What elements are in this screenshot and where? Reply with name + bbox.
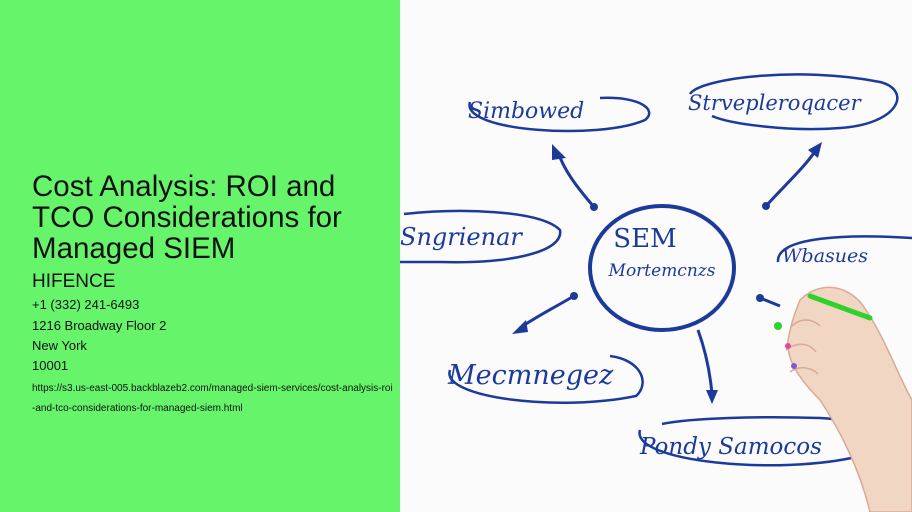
right-label: Wbasues	[782, 245, 868, 267]
arrow-dot-top-right	[762, 202, 770, 210]
city: New York	[32, 338, 87, 353]
left-loop	[400, 209, 562, 264]
arrow-top-left	[556, 151, 596, 208]
bottom-left-loop	[448, 354, 644, 404]
center-label-1: SEM	[613, 224, 676, 254]
arrow-dot-right	[756, 294, 764, 302]
right-loop	[776, 235, 912, 263]
mind-map-drawing: SEM Mortemcnzs Simbowed Strvepleroqacer …	[400, 73, 912, 512]
hand-image	[774, 286, 912, 512]
arrow-top-right	[764, 149, 818, 208]
left-label: Sngrienar	[400, 223, 523, 251]
arrow-left	[519, 294, 575, 330]
center-circle	[588, 204, 736, 332]
center-label-2: Mortemcnzs	[608, 261, 716, 281]
phone-number: +1 (332) 241-6493	[32, 297, 140, 312]
top-right-label: Strvepleroqacer	[688, 91, 863, 115]
bottom-right-label: Pondy Samocos	[639, 434, 822, 460]
arrow-head-bottom	[706, 390, 718, 404]
top-left-loop	[468, 96, 651, 133]
street-address: 1216 Broadway Floor 2	[32, 318, 167, 333]
arrow-bottom	[696, 329, 714, 395]
arrow-head-left	[512, 320, 528, 334]
top-right-loop	[688, 73, 899, 131]
top-left-label: Simbowed	[468, 99, 584, 124]
arrow-head-top-right	[808, 142, 822, 158]
bottom-left-label: Mecmnegez	[447, 360, 614, 391]
company-name: HIFENCE	[32, 271, 116, 292]
text-panel: Cost Analysis: ROI and TCO Consideration…	[0, 0, 400, 512]
zip-code: 10001	[32, 358, 69, 373]
arrow-dot-left	[570, 292, 578, 300]
mind-map-illustration: SEM Mortemcnzs Simbowed Strvepleroqacer …	[400, 0, 912, 512]
arrow-head-top-left	[552, 144, 566, 160]
slide-title: Cost Analysis: ROI and TCO Consideration…	[32, 170, 342, 265]
arrow-dot-top-left	[590, 203, 598, 211]
source-url[interactable]: https://s3.us-east-005.backblazeb2.com/m…	[32, 383, 393, 414]
